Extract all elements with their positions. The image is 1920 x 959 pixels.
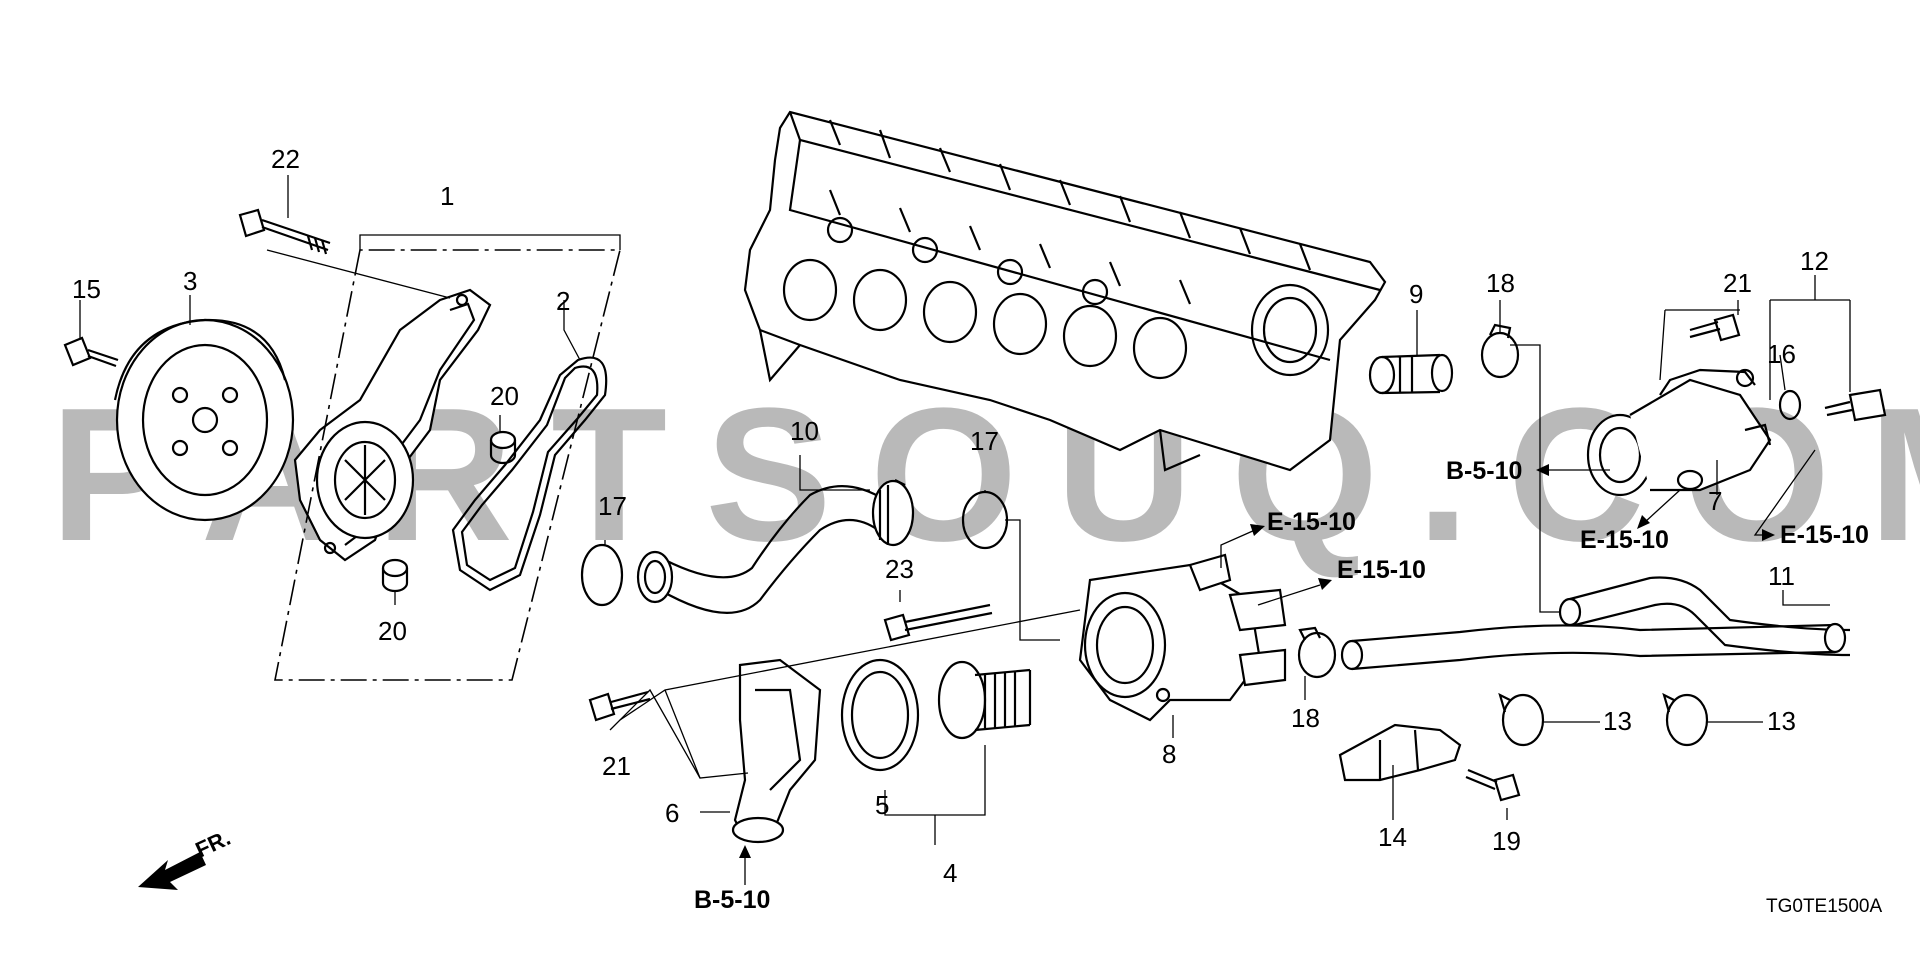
assembly-bracket-1 xyxy=(274,249,622,681)
ref-b-5-10-bottom: B-5-10 xyxy=(694,886,770,914)
ref-e-15-10-c: E-15-10 xyxy=(1580,526,1669,554)
leader-lines xyxy=(79,175,1851,845)
callout-18-lower: 18 xyxy=(1291,703,1320,733)
bypass-hose-11 xyxy=(1340,576,1851,671)
hose-clamp-13-right xyxy=(1662,692,1709,747)
callouts: 22 1 2 3 15 20 20 10 17 17 23 21 6 5 4 8… xyxy=(72,144,1829,888)
water-passage-joint xyxy=(1368,353,1454,395)
diagram-code: TG0TE1500A xyxy=(1766,896,1882,917)
thermostat-housing xyxy=(1078,553,1287,722)
callout-21-right: 21 xyxy=(1723,268,1752,298)
callout-17-right: 17 xyxy=(970,426,999,456)
callout-20-upper: 20 xyxy=(490,381,519,411)
callout-4: 4 xyxy=(943,858,957,888)
reference-codes: B-5-10 E-15-10 E-15-10 B-5-10 E-15-10 E-… xyxy=(694,457,1869,914)
bolt-15 xyxy=(63,336,119,368)
thermostat-cover xyxy=(731,658,822,844)
front-direction-arrow: FR. xyxy=(138,825,234,890)
callout-17-left: 17 xyxy=(598,491,627,521)
o-ring-16 xyxy=(1778,389,1802,421)
bolt-21-left xyxy=(588,690,651,722)
callout-18-upper: 18 xyxy=(1486,268,1515,298)
water-pump-pulley xyxy=(113,318,295,522)
bolt-21-right xyxy=(1689,313,1741,342)
callout-1: 1 xyxy=(440,181,454,211)
hose-clamp-13-left xyxy=(1498,692,1545,747)
callout-14: 14 xyxy=(1378,822,1407,852)
callout-19: 19 xyxy=(1492,826,1521,856)
callout-7: 7 xyxy=(1708,486,1722,516)
bolt-19 xyxy=(1465,768,1521,802)
callout-6: 6 xyxy=(665,798,679,828)
callout-13-left: 13 xyxy=(1603,706,1632,736)
ref-e-15-10-a: E-15-10 xyxy=(1267,508,1356,536)
callout-2: 2 xyxy=(556,286,570,316)
callout-22: 22 xyxy=(271,144,300,174)
reference-arrows xyxy=(739,449,1816,885)
o-ring-17-left xyxy=(580,543,624,607)
ref-e-15-10-b: E-15-10 xyxy=(1337,556,1426,584)
callout-11: 11 xyxy=(1768,561,1795,591)
dowel-pin-lower xyxy=(381,558,409,593)
thermostat xyxy=(937,660,1032,740)
callout-21-left: 21 xyxy=(602,751,631,781)
bolt-23 xyxy=(883,603,993,642)
coolant-temp-sensor xyxy=(1824,388,1887,422)
thermostat-gasket xyxy=(840,658,920,772)
water-pump-gasket xyxy=(451,356,608,592)
water-pump xyxy=(293,288,492,562)
callout-12: 12 xyxy=(1800,246,1829,276)
callout-16: 16 xyxy=(1767,339,1796,369)
hose-clamp-18-lower xyxy=(1297,626,1337,679)
o-ring-17-right xyxy=(961,490,1009,550)
callout-3: 3 xyxy=(183,266,197,296)
callout-13-right: 13 xyxy=(1767,706,1796,736)
callout-8: 8 xyxy=(1162,739,1176,769)
hose-bracket xyxy=(1338,723,1462,782)
ref-b-5-10-right: B-5-10 xyxy=(1446,457,1522,485)
cylinder-head xyxy=(743,110,1387,472)
callout-23: 23 xyxy=(885,554,914,584)
callout-20-lower: 20 xyxy=(378,616,407,646)
bolt-22 xyxy=(238,208,331,255)
water-hose-10 xyxy=(636,479,915,614)
callout-5: 5 xyxy=(875,790,889,820)
water-outlet xyxy=(1586,368,1772,497)
ref-e-15-10-d: E-15-10 xyxy=(1780,521,1869,549)
callout-15: 15 xyxy=(72,274,101,304)
callout-10: 10 xyxy=(790,416,819,446)
dowel-pin-upper xyxy=(489,430,517,465)
callout-9: 9 xyxy=(1409,279,1423,309)
